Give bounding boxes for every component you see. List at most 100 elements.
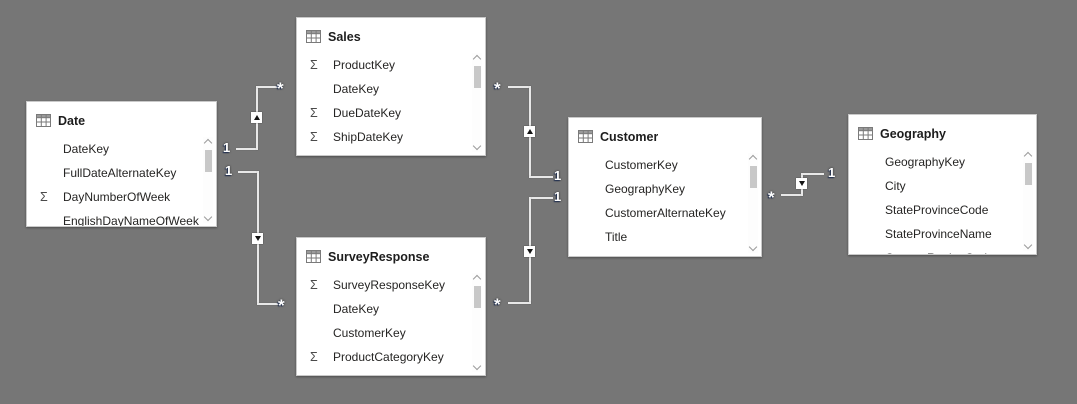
cardinality-one-label: 1: [225, 163, 233, 178]
field-row-englishproductcategoryname[interactable]: EnglishProductCategoryName: [297, 369, 485, 375]
field-row-stateprovincename[interactable]: StateProvinceName: [849, 222, 1036, 246]
cardinality-many-label: *: [278, 296, 285, 315]
chevron-down-icon: [472, 361, 482, 371]
scroll-down-button[interactable]: [1023, 240, 1033, 251]
field-label: CustomerKey: [605, 158, 678, 172]
field-label: DateKey: [333, 302, 380, 316]
scroll-thumb[interactable]: [749, 166, 757, 188]
field-row-firstname[interactable]: FirstName: [569, 249, 761, 256]
filter-direction-arrow[interactable]: [796, 178, 807, 189]
field-row-datekey[interactable]: DateKey: [27, 137, 216, 161]
filter-direction-arrow[interactable]: [251, 112, 262, 123]
table-header[interactable]: Geography: [849, 115, 1036, 148]
relationship-line-segment[interactable]: [781, 194, 803, 196]
table-header[interactable]: Sales: [297, 18, 485, 51]
field-label: City: [885, 179, 906, 193]
relationship-line-segment[interactable]: [256, 86, 278, 88]
field-row-geographykey[interactable]: GeographyKey: [569, 177, 761, 201]
relationship-line-segment[interactable]: [238, 171, 259, 173]
scrollbar[interactable]: [748, 153, 758, 253]
filter-direction-arrow[interactable]: [524, 126, 535, 137]
scroll-down-button[interactable]: [472, 141, 482, 152]
sigma-icon: Σ: [310, 130, 318, 144]
chevron-up-icon: [472, 54, 482, 64]
field-row-title[interactable]: Title: [569, 225, 761, 249]
relationship-line-segment[interactable]: [508, 302, 531, 304]
chevron-up-icon: [1023, 151, 1033, 161]
field-label: StateProvinceName: [885, 227, 992, 241]
field-row-fulldatealternatekey[interactable]: FullDateAlternateKey: [27, 161, 216, 185]
scrollbar[interactable]: [472, 53, 482, 152]
filter-direction-arrow[interactable]: [252, 233, 263, 244]
field-row-geographykey[interactable]: GeographyKey: [849, 150, 1036, 174]
filter-direction-arrow[interactable]: [524, 246, 535, 257]
field-row-customeralternatekey[interactable]: CustomerAlternateKey: [569, 201, 761, 225]
scrollbar[interactable]: [472, 273, 482, 372]
field-label: FirstName: [605, 254, 660, 256]
field-label: ShipDateKey: [333, 130, 404, 144]
table-header[interactable]: Date: [27, 102, 216, 135]
field-row-shipdatekey[interactable]: Σ ShipDateKey: [297, 125, 485, 149]
scroll-up-button[interactable]: [472, 273, 482, 284]
arrow-down-icon: [526, 249, 533, 254]
field-row-customerkey[interactable]: CustomerKey: [297, 149, 485, 155]
scrollbar[interactable]: [203, 137, 213, 223]
scroll-down-button[interactable]: [472, 361, 482, 372]
field-row-customerkey[interactable]: CustomerKey: [297, 321, 485, 345]
scrollbar[interactable]: [1023, 150, 1033, 251]
relationship-line-segment[interactable]: [531, 197, 553, 199]
field-label: DueDateKey: [333, 106, 402, 120]
field-row-city[interactable]: City: [849, 174, 1036, 198]
scroll-down-button[interactable]: [748, 242, 758, 253]
table-icon: [578, 130, 593, 143]
field-row-datekey[interactable]: DateKey: [297, 297, 485, 321]
field-label: GeographyKey: [605, 182, 686, 196]
field-row-stateprovincecode[interactable]: StateProvinceCode: [849, 198, 1036, 222]
relationship-line-segment[interactable]: [257, 303, 278, 305]
scroll-thumb[interactable]: [473, 66, 481, 88]
cardinality-one-label: 1: [554, 189, 562, 204]
field-row-datekey[interactable]: DateKey: [297, 77, 485, 101]
scroll-up-button[interactable]: [203, 137, 213, 148]
scroll-up-button[interactable]: [1023, 150, 1033, 161]
relationship-line-segment[interactable]: [801, 173, 824, 175]
table-card-geography[interactable]: Geography GeographyKey City StateProvinc…: [848, 114, 1037, 255]
table-header[interactable]: SurveyResponse: [297, 238, 485, 271]
field-label: ProductKey: [333, 58, 396, 72]
field-row-customerkey[interactable]: CustomerKey: [569, 153, 761, 177]
table-card-customer[interactable]: Customer CustomerKey GeographyKey Custom…: [568, 117, 762, 257]
relationship-line-segment[interactable]: [529, 176, 553, 178]
arrow-up-icon: [526, 129, 533, 134]
table-icon: [858, 127, 873, 140]
relationship-line-segment[interactable]: [508, 86, 531, 88]
field-label: FullDateAlternateKey: [63, 166, 177, 180]
chevron-down-icon: [203, 212, 213, 222]
table-icon: [306, 250, 321, 263]
field-row-countryregioncode[interactable]: CountryRegionCode: [849, 246, 1036, 254]
relationship-line-segment[interactable]: [236, 148, 258, 150]
arrow-down-icon: [254, 236, 261, 241]
scroll-thumb[interactable]: [473, 286, 481, 308]
scroll-down-button[interactable]: [203, 212, 213, 223]
scroll-up-button[interactable]: [472, 53, 482, 64]
field-label: EnglishDayNameOfWeek: [63, 214, 199, 226]
arrow-down-icon: [798, 181, 805, 186]
field-row-englishdaynameofweek[interactable]: EnglishDayNameOfWeek: [27, 209, 216, 226]
scroll-thumb[interactable]: [204, 150, 212, 172]
field-label: CustomerKey: [333, 154, 406, 155]
scroll-up-button[interactable]: [748, 153, 758, 164]
table-header[interactable]: Customer: [569, 118, 761, 151]
field-label: CustomerKey: [333, 326, 406, 340]
scroll-thumb[interactable]: [1024, 163, 1032, 185]
